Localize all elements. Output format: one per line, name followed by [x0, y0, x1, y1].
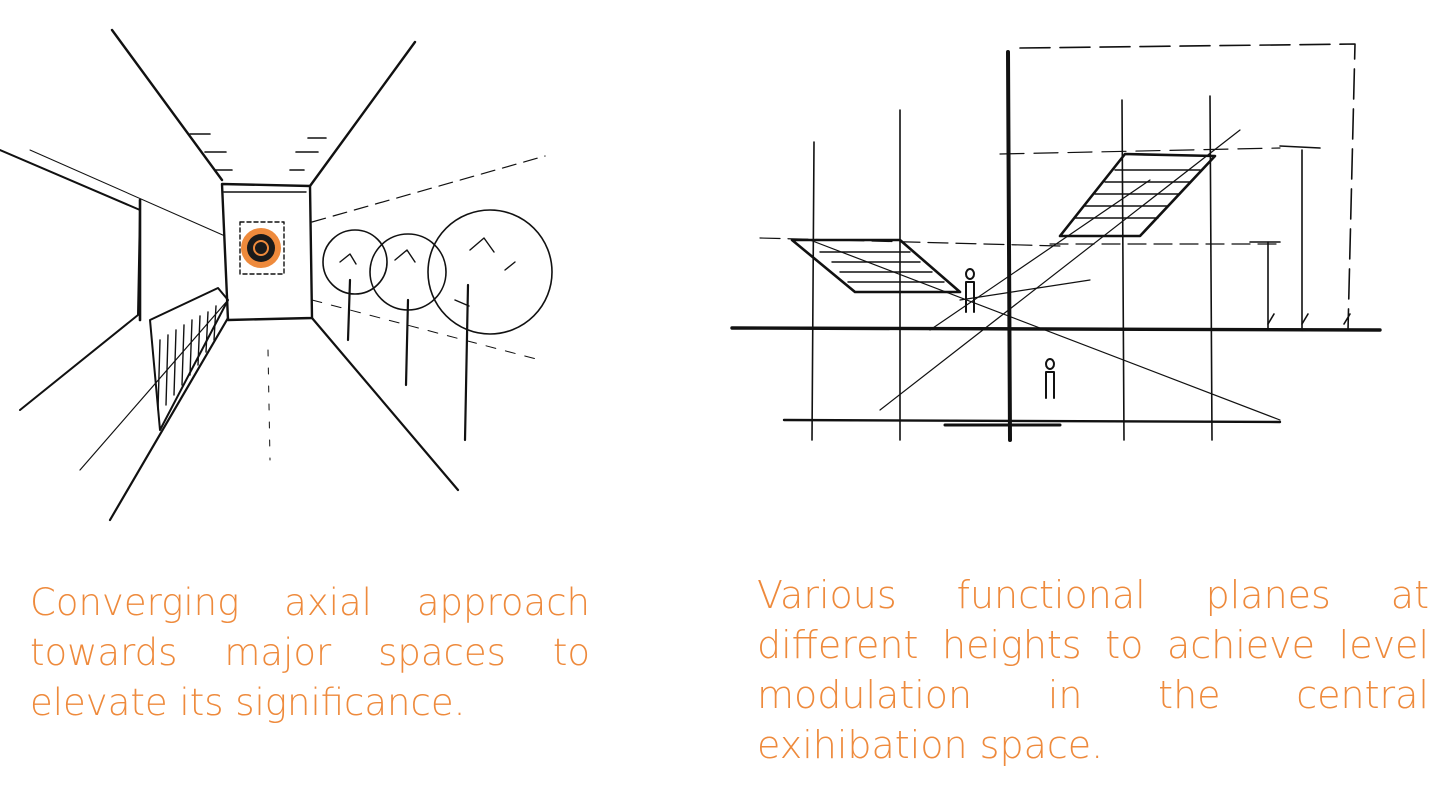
caption-right-line-1: Various functional planes at — [757, 573, 1429, 617]
central-column — [1006, 50, 1012, 442]
corridor-top-right-edge — [308, 40, 417, 188]
lower-level-line — [782, 418, 1282, 424]
tree-group — [322, 209, 553, 442]
caption-converging-axial-approach: Converging axial approach towards major … — [30, 578, 590, 728]
caption-right-line-3: modulation in the central — [757, 673, 1429, 717]
focus-frame — [239, 221, 285, 275]
caption-functional-planes: Various functional planes at different h… — [757, 570, 1429, 770]
corridor-bottom-left-edge — [108, 316, 230, 522]
right-plane — [1058, 152, 1217, 238]
caption-left-line-3: elevate its significance. — [30, 681, 466, 724]
corridor-bottom-right-edge — [310, 316, 460, 492]
converging-axial-approach-sketch — [0, 28, 553, 522]
tree-3 — [427, 209, 553, 335]
tree-1 — [322, 229, 388, 295]
back-wall — [220, 182, 314, 322]
caption-left-line-2: towards major spaces to — [30, 631, 590, 674]
caption-right-line-4: exihibation space. — [757, 723, 1104, 767]
left-plane — [790, 238, 962, 294]
caption-left-line-1: Converging axial approach — [30, 581, 590, 624]
functional-planes-sketch — [730, 43, 1382, 442]
rail — [149, 287, 229, 431]
human-figure-lower — [1045, 358, 1055, 399]
main-level-line — [730, 326, 1382, 332]
corridor-top-left-edge — [110, 28, 224, 182]
human-figure-upper — [965, 268, 975, 313]
focus-target-icon — [241, 228, 281, 268]
caption-right-line-2: different heights to achieve level — [757, 623, 1429, 667]
